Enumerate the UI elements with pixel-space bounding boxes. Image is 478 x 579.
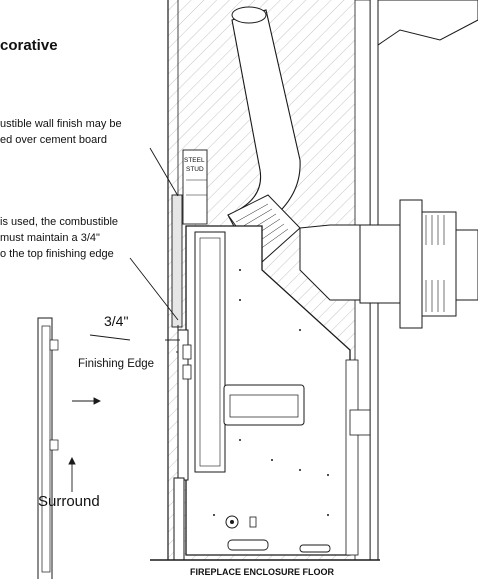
surround-label: Surround <box>38 493 100 510</box>
floor-label: FIREPLACE ENCLOSURE FLOOR <box>190 567 335 577</box>
wall-finish-note-line1: ustible wall finish may be <box>0 118 122 130</box>
fireplace-unit <box>185 225 371 556</box>
trim-note-line1: is used, the combustible <box>0 216 118 228</box>
clearance-label: 3/4" <box>104 313 128 329</box>
trim-note-line3: o the top finishing edge <box>0 248 114 260</box>
vent-termination <box>299 199 478 329</box>
steel-stud-label-line1: STEEL <box>184 157 205 164</box>
trim-note-line2: must maintain a 3/4" <box>0 232 100 244</box>
finishing-edge-label: Finishing Edge <box>78 358 154 370</box>
steel-stud <box>182 149 208 225</box>
vent-pipe <box>227 6 301 263</box>
cement-board <box>171 194 183 328</box>
surround-panel <box>37 317 59 579</box>
leader-lines <box>68 147 180 492</box>
wall-finish-note-line2: ed over cement board <box>0 134 107 146</box>
steel-stud-label-line2: STUD <box>186 166 204 173</box>
section-heading: corative <box>0 37 58 54</box>
front-trim <box>173 329 192 561</box>
